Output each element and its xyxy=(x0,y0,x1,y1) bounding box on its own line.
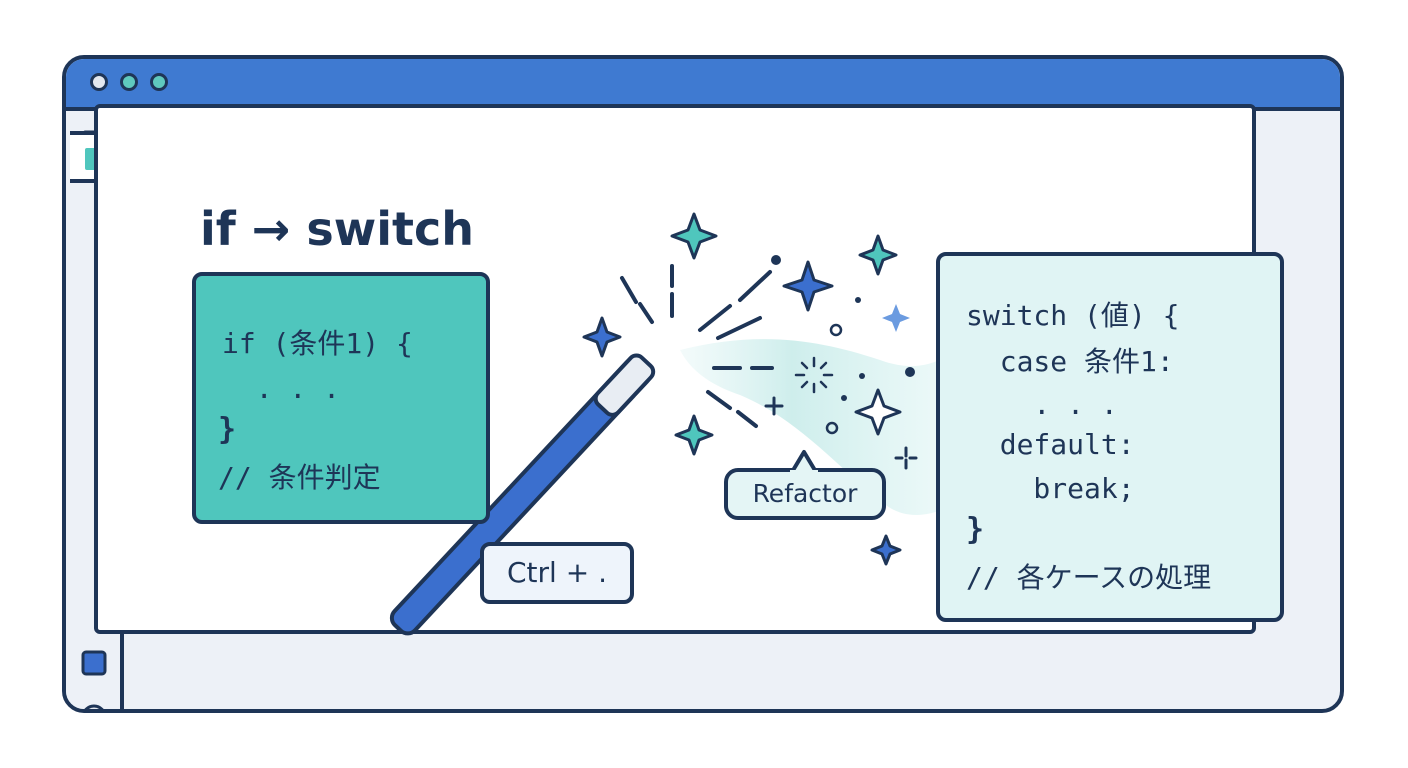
wand xyxy=(389,353,656,636)
code-line: if (条件1) { xyxy=(222,327,413,360)
spark-lines xyxy=(620,264,774,428)
code-line: case 条件1: xyxy=(966,345,1174,378)
sparkle-rings xyxy=(825,323,843,435)
shortcut-key-badge: Ctrl + . xyxy=(480,542,634,604)
code-line: . . . xyxy=(966,388,1118,421)
square-icon[interactable] xyxy=(80,649,108,677)
code-before-panel: if (条件1) { . . . } // 条件判定 xyxy=(192,272,490,524)
refactor-tooltip[interactable]: Refactor xyxy=(724,468,886,520)
code-line: } xyxy=(966,512,985,547)
code-comment: // 各ケースの処理 xyxy=(966,561,1212,594)
circle-icon[interactable] xyxy=(80,703,108,713)
code-line: default: xyxy=(966,428,1135,461)
sparkle-dots xyxy=(771,255,915,401)
code-line: } xyxy=(218,412,237,447)
code-after-panel: switch (値) { case 条件1: . . . default: br… xyxy=(936,252,1284,622)
shortcut-label: Ctrl + . xyxy=(507,556,607,589)
sparkle-light xyxy=(882,304,910,332)
minimize-window-button[interactable] xyxy=(120,73,138,91)
sparkles xyxy=(582,212,902,566)
maximize-window-button[interactable] xyxy=(150,73,168,91)
refactor-label: Refactor xyxy=(752,479,858,508)
code-comment: // 条件判定 xyxy=(218,461,381,494)
code-line: break; xyxy=(966,472,1135,505)
page-title: if → switch xyxy=(200,202,475,256)
title-bar xyxy=(66,59,1340,111)
mist-trail xyxy=(680,339,960,515)
code-line: . . . xyxy=(222,372,341,405)
code-line: switch (値) { xyxy=(966,299,1180,332)
burst xyxy=(794,356,834,394)
close-window-button[interactable] xyxy=(90,73,108,91)
sparkle-crosses xyxy=(764,396,918,470)
